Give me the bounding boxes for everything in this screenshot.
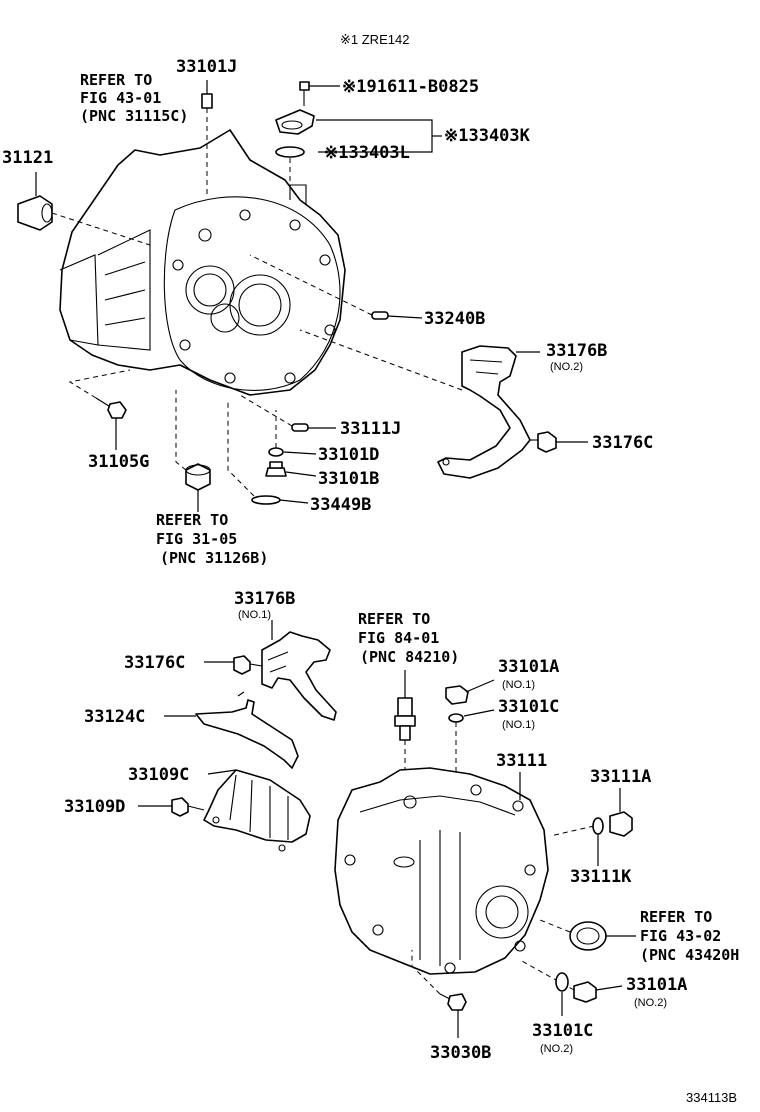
- bolt-33176C-bottom: [204, 655, 263, 675]
- label-33101C-bottom-sub: (NO.2): [540, 1043, 573, 1055]
- pin-33240B: [249, 254, 423, 320]
- label-191611-B0825: ※191611-B0825: [342, 77, 479, 97]
- label-33403K: ※133403K: [444, 126, 531, 146]
- header-note: ※1 ZRE142: [340, 32, 409, 47]
- ref-84-01-line1: REFER TO: [358, 610, 430, 628]
- ref-43-01-line1: REFER TO: [80, 71, 152, 89]
- label-33101C-top: 33101C: [498, 697, 559, 717]
- bracket-33176B-no1: [261, 620, 337, 721]
- bolt-33176C-top: [530, 431, 588, 453]
- ref-84-01-line2: FIG 84-01: [358, 629, 439, 647]
- label-33111: 33111: [496, 751, 547, 771]
- ref-43-01-line2: FIG 43-01: [80, 89, 161, 107]
- transmission-case-33111: [334, 767, 549, 975]
- bracket-33176B-no2: [299, 329, 540, 479]
- ref-84-01-line3: (PNC 84210): [360, 648, 459, 666]
- label-33101A-bottom-sub: (NO.2): [634, 997, 667, 1009]
- label-33101C-bottom: 33101C: [532, 1021, 593, 1041]
- label-33176C-top: 33176C: [592, 433, 653, 453]
- bolt-33030B: [411, 950, 467, 1038]
- label-33101A-top: 33101A: [498, 657, 559, 677]
- label-31121: 31121: [2, 148, 53, 168]
- label-33101J: 33101J: [176, 57, 237, 77]
- label-33109C: 33109C: [128, 765, 189, 785]
- bushing-31121: [17, 172, 151, 246]
- label-31105G: 31105G: [88, 452, 149, 472]
- label-33240B: 33240B: [424, 309, 485, 329]
- bolt-33109D: [138, 797, 205, 817]
- label-33124C: 33124C: [84, 707, 145, 727]
- label-33176B-top-sub: (NO.2): [550, 361, 583, 373]
- plug-33101A-no2: [519, 959, 623, 1003]
- gasket-33101D: [268, 410, 317, 457]
- sensor-assembly-33403K: [275, 81, 442, 190]
- ref-43-02-line1: REFER TO: [640, 908, 712, 926]
- label-33111A: 33111A: [590, 767, 651, 787]
- label-33111K: 33111K: [570, 867, 632, 887]
- ref-31-05-line3: (PNC 31126B): [160, 549, 268, 567]
- washer-33101C-no2: [555, 972, 569, 1016]
- label-33403L: ※133403L: [324, 143, 410, 163]
- ref-43-01-line3: (PNC 31115C): [80, 107, 188, 125]
- cover-33109C: [203, 769, 311, 852]
- bolt-31105G: [68, 369, 131, 450]
- gasket-33111K: [592, 817, 604, 866]
- ref-31-05-line2: FIG 31-05: [156, 530, 237, 548]
- mount-31126B: [175, 390, 211, 512]
- ref-43-02-line2: FIG 43-02: [640, 927, 721, 945]
- figure-code: 334113B: [686, 1090, 737, 1105]
- plug-33101B: [265, 461, 317, 477]
- plug-33111A: [549, 788, 633, 837]
- label-33449B: 33449B: [310, 495, 371, 515]
- label-33030B: 33030B: [430, 1043, 491, 1063]
- ref-43-02-line3: (PNC 43420H: [640, 946, 739, 964]
- label-33111J: 33111J: [340, 419, 401, 439]
- label-33176B-bottom-sub: (NO.1): [238, 609, 271, 621]
- label-33176C-bottom: 33176C: [124, 653, 185, 673]
- plate-33124C: [164, 691, 299, 769]
- label-33109D: 33109D: [64, 797, 125, 817]
- plug-33101A-no1: [445, 679, 495, 705]
- pin-33111J: [239, 394, 336, 432]
- oil-seal-43420H: [539, 919, 636, 951]
- ref-31-05-line1: REFER TO: [156, 511, 228, 529]
- plug-33101J: [201, 80, 213, 195]
- label-33101B: 33101B: [318, 469, 379, 489]
- transaxle-housing: [59, 129, 346, 396]
- label-33101A-bottom: 33101A: [626, 975, 687, 995]
- washer-33449B: [227, 400, 309, 505]
- label-33101C-top-sub: (NO.1): [502, 719, 535, 731]
- label-33101D: 33101D: [318, 445, 379, 465]
- label-33176B-bottom: 33176B: [234, 589, 295, 609]
- label-33101A-top-sub: (NO.1): [502, 679, 535, 691]
- label-33176B-top: 33176B: [546, 341, 607, 361]
